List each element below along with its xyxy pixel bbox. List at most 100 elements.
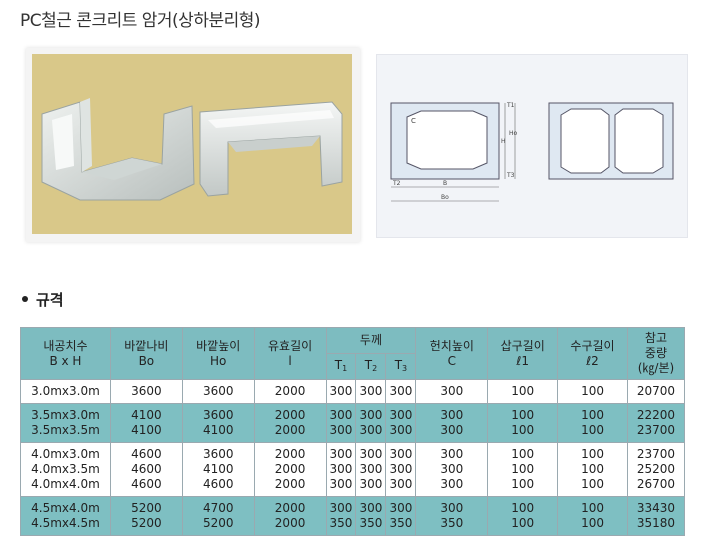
cell-value: 100 xyxy=(511,423,535,437)
cell-value: 100 xyxy=(511,462,535,476)
cell-value: 4100 xyxy=(131,423,162,437)
cell-value: 100 xyxy=(581,516,604,530)
header-thickness: 두께 xyxy=(325,327,417,354)
cell-value: 2000 xyxy=(274,477,306,491)
cell-insert: 100 xyxy=(487,379,559,404)
cell-value: 350 xyxy=(440,516,464,530)
cell-value: 23700 xyxy=(636,423,676,437)
cell-value: 300 xyxy=(440,462,464,476)
product-photo-frame xyxy=(26,48,360,242)
cell-value: 350 xyxy=(359,516,383,530)
cell-value: 2000 xyxy=(274,423,306,437)
cell-value: 300 xyxy=(359,408,383,422)
label-t1: T1 xyxy=(506,102,515,109)
cell-value: 100 xyxy=(511,516,535,530)
section-diagram: C T2 B Bo H Ho T1 T3 xyxy=(376,54,688,238)
section-heading: 규격 xyxy=(22,289,64,310)
cell-value: 3600 xyxy=(131,384,162,398)
cell-value: 300 xyxy=(440,408,464,422)
cell-value: 100 xyxy=(511,447,535,461)
cell-value: 2000 xyxy=(274,516,306,530)
cell-value: 4600 xyxy=(131,477,162,491)
label-t2: T2 xyxy=(392,180,401,187)
cell-value: 100 xyxy=(581,462,604,476)
cell-value: 300 xyxy=(389,462,413,476)
cell-value: 4.0mx3.0m xyxy=(31,447,100,461)
cell-value: 100 xyxy=(581,501,604,515)
cell-value: 300 xyxy=(329,447,353,461)
cell-value: 100 xyxy=(511,408,535,422)
cell-value: 35180 xyxy=(636,516,676,530)
cell-value: 4700 xyxy=(202,501,234,515)
cell-value: 2000 xyxy=(274,384,306,398)
cell-value: 4.0mx4.0m xyxy=(31,477,100,491)
cell-value: 100 xyxy=(581,447,604,461)
cell-value: 4100 xyxy=(131,408,162,422)
cell-value: 100 xyxy=(511,477,535,491)
cell-value: 300 xyxy=(329,384,353,398)
cell-value: 100 xyxy=(511,384,535,398)
cell-value: 300 xyxy=(329,477,353,491)
cell-value: 300 xyxy=(329,423,353,437)
cell-value: 25200 xyxy=(636,462,676,476)
cell-value: 300 xyxy=(440,423,464,437)
cell-value: 2000 xyxy=(274,408,306,422)
cell-t3: 300 xyxy=(385,379,417,404)
cell-value: 300 xyxy=(440,501,464,515)
cell-value: 100 xyxy=(581,423,604,437)
cell-value: 300 xyxy=(440,384,464,398)
cell-value: 4600 xyxy=(131,447,162,461)
cell-value: 4.5mx4.0m xyxy=(31,501,100,515)
header-t3: T3 xyxy=(385,353,417,380)
cell-value: 300 xyxy=(389,447,413,461)
cell-value: 350 xyxy=(389,516,413,530)
cell-value: 100 xyxy=(581,477,604,491)
cell-value: 4.0mx3.5m xyxy=(31,462,100,476)
cell-value: 4600 xyxy=(131,462,162,476)
cell-value: 100 xyxy=(581,408,604,422)
cell-value: 100 xyxy=(511,501,535,515)
cell-value: 3.5mx3.0m xyxy=(31,408,100,422)
cell-value: 300 xyxy=(359,423,383,437)
cell-value: 300 xyxy=(359,384,383,398)
label-t3: T3 xyxy=(506,172,515,179)
cell-value: 2000 xyxy=(274,447,306,461)
product-photo xyxy=(32,54,352,234)
cell-length: 2000 xyxy=(253,379,327,404)
cell-size: 3.0mx3.0m xyxy=(20,379,111,404)
cell-t1: 300 xyxy=(325,379,357,404)
cell-value: 300 xyxy=(389,477,413,491)
label-ho: Ho xyxy=(509,130,518,137)
